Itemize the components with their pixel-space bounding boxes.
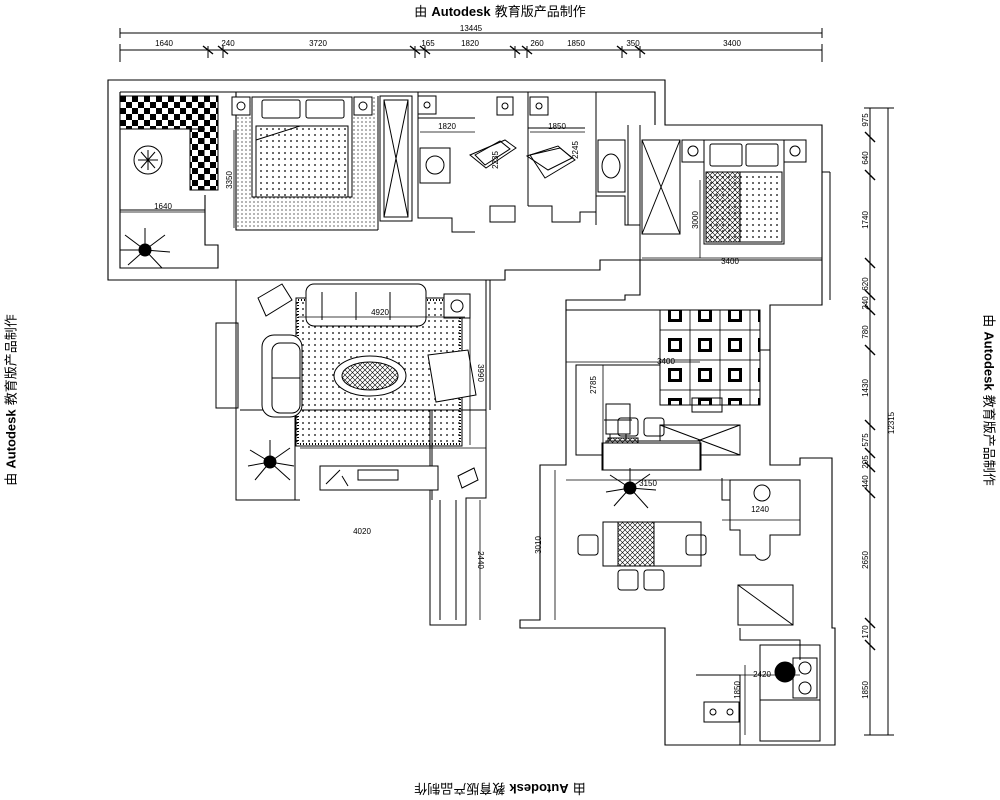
dim-right-seg-13: 1850 (861, 681, 870, 699)
dim-top-seg-1: 1640 (155, 39, 173, 48)
dim-right-seg-10: 440 (861, 475, 870, 489)
dim-top-seg-5: 1820 (461, 39, 479, 48)
watermark-bottom: 由 Autodesk 教育版产品制作 (0, 780, 1000, 799)
dim-bed2-depth: 3000 (691, 211, 700, 229)
watermark-right: 由 Autodesk 教育版产品制作 (981, 314, 1000, 486)
dim-bed1-depth: 3350 (225, 171, 234, 189)
watermark-suffix: 教育版产品制作 (980, 390, 996, 486)
watermark-prefix: 由 (980, 314, 996, 332)
right-dimension-chain (864, 107, 894, 736)
dim-dining-width: 3150 (639, 479, 657, 488)
dim-corridor-depth: 2440 (476, 551, 485, 569)
room-dimension-labels: 1820 1850 2235 2245 3350 1640 3000 3400 … (154, 122, 771, 699)
dim-top-seg-7: 1850 (567, 39, 585, 48)
dim-study-width: 3400 (657, 357, 675, 366)
dim-bath2-depth: 2245 (571, 141, 580, 159)
top-dimension-chain (119, 28, 823, 62)
watermark-brand: Autodesk (431, 4, 491, 19)
dim-kitchen-width: 2420 (753, 670, 771, 679)
bathroom-1 (417, 92, 529, 233)
dim-right-seg-8: 575 (861, 433, 870, 447)
dim-right-seg-3: 1740 (861, 211, 870, 229)
dim-top-seg-2: 240 (221, 39, 235, 48)
dim-top-seg-4: 165 (421, 39, 435, 48)
dim-top-seg-8: 350 (626, 39, 640, 48)
study (566, 309, 771, 456)
watermark-suffix: 教育版产品制作 (4, 314, 20, 410)
dim-living-depth: 3990 (476, 364, 485, 382)
dim-right-seg-7: 1430 (861, 379, 870, 397)
dim-right-seg-11: 2650 (861, 551, 870, 569)
bathroom-2 (525, 92, 640, 226)
watermark-top: 由 Autodesk 教育版产品制作 (0, 1, 1000, 20)
watermark-prefix: 由 (4, 468, 20, 486)
dim-right-seg-12: 170 (861, 625, 870, 639)
right-dimension-labels: 12315 975 640 1740 620 240 780 1430 575 … (861, 113, 896, 699)
total-width-label: 13445 (460, 24, 483, 33)
dim-right-seg-5: 240 (861, 296, 870, 310)
dim-right-seg-1: 975 (861, 113, 870, 127)
plant-bedroom-icon (133, 145, 163, 175)
bedroom-1 (119, 95, 413, 230)
dim-living-bottom: 4020 (353, 527, 371, 536)
watermark-brand: Autodesk (509, 781, 569, 796)
dim-bed1-closet: 1640 (154, 202, 172, 211)
dim-counter-width: 1240 (751, 505, 769, 514)
dim-right-seg-2: 640 (861, 151, 870, 165)
inner-dimension-lines (120, 130, 822, 735)
dim-right-seg-9: 205 (861, 455, 870, 469)
watermark-suffix: 教育版产品制作 (490, 5, 586, 20)
watermark-prefix: 由 (414, 5, 432, 20)
plant-living-icon (247, 440, 295, 481)
plant-corner-icon (120, 228, 171, 269)
dim-top-seg-9: 3400 (723, 39, 741, 48)
watermark-left: 由 Autodesk 教育版产品制作 (1, 314, 20, 486)
plant-dining-icon (605, 468, 657, 509)
dim-kitchen-depth: 1850 (733, 681, 742, 699)
watermark-brand: Autodesk (981, 331, 997, 391)
bedroom-2 (627, 125, 831, 300)
dim-bath1-depth: 2235 (491, 151, 500, 169)
living-room (257, 283, 479, 491)
dim-right-seg-6: 780 (861, 325, 870, 339)
dim-dining-depth: 3010 (534, 536, 543, 554)
dining (577, 417, 801, 626)
kitchen (696, 628, 821, 745)
watermark-suffix: 教育版产品制作 (414, 780, 510, 795)
dim-top-seg-3: 3720 (309, 39, 327, 48)
dim-right-seg-4: 620 (861, 277, 870, 291)
watermark-brand: Autodesk (3, 409, 19, 469)
dim-living-width: 4920 (371, 308, 389, 317)
dim-right-total: 12315 (887, 411, 896, 434)
dim-bath1-width: 1820 (438, 122, 456, 131)
dim-bath2-width: 1850 (548, 122, 566, 131)
watermark-prefix: 由 (568, 780, 586, 795)
dim-study-depth: 2785 (589, 376, 598, 394)
dim-top-seg-6: 260 (530, 39, 544, 48)
dim-bed2-width: 3400 (721, 257, 739, 266)
top-dimension-labels: 13445 1640 240 3720 165 1820 260 1850 35… (155, 24, 741, 48)
